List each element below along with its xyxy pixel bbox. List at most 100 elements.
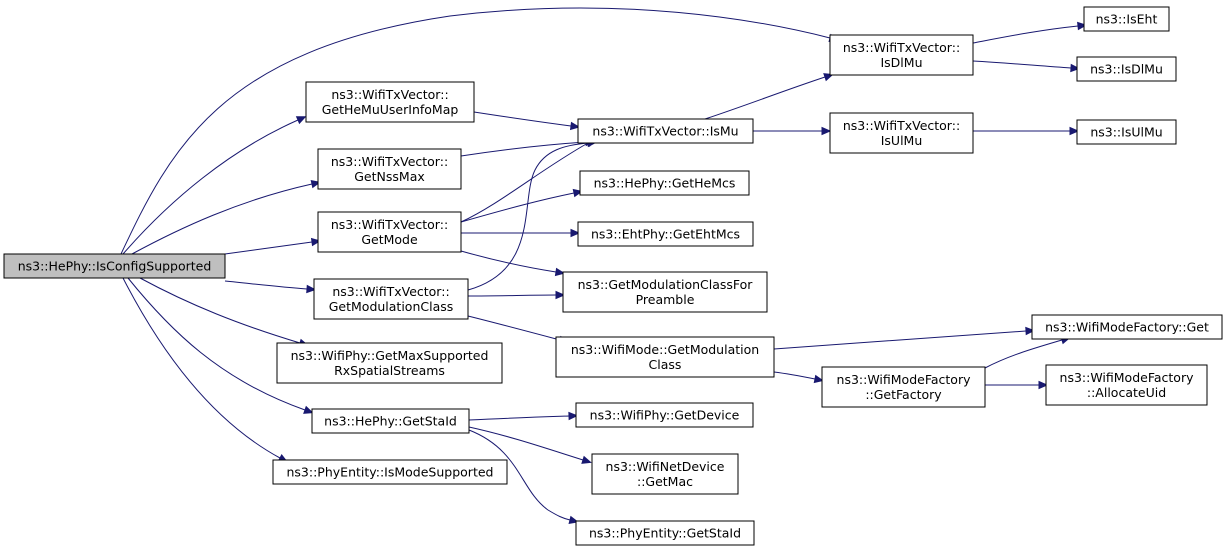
edge-root-to-getMaxSupportedRx (139, 277, 309, 347)
edge-arrowhead (569, 121, 581, 131)
node-label-line: ns3::HePhy::IsConfigSupported (18, 259, 212, 274)
node-box (3, 253, 226, 279)
node-isEht[interactable]: ns3::IsEht (1083, 6, 1170, 32)
edge-line (468, 426, 584, 461)
edge-line (460, 250, 557, 273)
node-box (1076, 56, 1177, 82)
node-getModulationClass[interactable]: ns3::WifiTxVector::GetModulationClass (313, 278, 469, 320)
edge-arrowhead (1025, 326, 1036, 336)
node-box (313, 278, 469, 320)
edge-root-to-isModeSupported (122, 277, 289, 463)
node-label-line: IsUlMu (881, 133, 923, 148)
node-label-line: ns3::WifiTxVector:: (331, 154, 448, 169)
edge-getMode-to-getHeMcs (460, 188, 584, 223)
edge-arrowhead (1069, 126, 1080, 136)
node-label-line: ns3::WifiTxVector:: (843, 40, 960, 55)
node-isUlMu[interactable]: ns3::WifiTxVector::IsUlMu (829, 112, 974, 154)
node-box (317, 211, 462, 253)
node-hePhyGetStaId[interactable]: ns3::HePhy::GetStaId (311, 408, 470, 434)
node-getMac[interactable]: ns3::WifiNetDevice::GetMac (591, 453, 739, 495)
node-getHeMcs[interactable]: ns3::HePhy::GetHeMcs (579, 170, 750, 196)
node-label-line: ns3::WifiTxVector:: (332, 284, 449, 299)
edge-arrowhead (570, 228, 581, 238)
node-box (575, 520, 755, 546)
edge-arrowhead (306, 284, 317, 294)
edge-arrowhead (555, 290, 566, 300)
node-getMode[interactable]: ns3::WifiTxVector::GetMode (317, 211, 462, 253)
edge-arrowhead (554, 267, 566, 277)
node-box (577, 221, 754, 247)
node-isDlMuFree[interactable]: ns3::IsDlMu (1076, 56, 1177, 82)
node-label-line: ns3::HePhy::GetHeMcs (594, 176, 736, 191)
edge-line (460, 141, 587, 157)
node-isUlMuFree[interactable]: ns3::IsUlMu (1076, 119, 1177, 145)
edges-layer (120, 7, 1088, 525)
edge-line (467, 294, 557, 297)
edge-line (468, 415, 570, 421)
node-label-line: ns3::EhtPhy::GetEhtMcs (591, 227, 740, 242)
edge-line (224, 241, 313, 255)
edge-line (704, 76, 826, 120)
node-isModeSupported[interactable]: ns3::PhyEntity::IsModeSupported (272, 459, 508, 485)
node-box (1083, 6, 1170, 32)
edge-hePhyGetStaId-to-getDevice (468, 411, 579, 421)
node-label-line: ::GetMac (637, 474, 693, 489)
edge-line (460, 142, 589, 223)
node-label-line: ::AllocateUid (1087, 385, 1166, 400)
edge-line (972, 25, 1079, 44)
edge-root-to-hePhyGetStaId (127, 277, 314, 414)
node-box (829, 112, 974, 154)
node-getEhtMcs[interactable]: ns3::EhtPhy::GetEhtMcs (577, 221, 754, 247)
edge-hePhyGetStaId-to-getMac (468, 426, 592, 464)
node-getDevice[interactable]: ns3::WifiPhy::GetDevice (575, 402, 754, 428)
node-getNssMax[interactable]: ns3::WifiTxVector::GetNssMax (317, 148, 462, 190)
edge-isMu-to-isDlMu (704, 73, 834, 120)
node-allocateUid[interactable]: ns3::WifiModeFactory::AllocateUid (1045, 364, 1208, 406)
edge-isUlMu-to-isUlMuFree (973, 126, 1080, 136)
node-label-line: GetMode (361, 232, 418, 247)
node-label-line: RxSpatialStreams (334, 363, 445, 378)
node-label-line: ns3::WifiTxVector::IsMu (592, 124, 738, 139)
node-box (311, 408, 470, 434)
edge-line (139, 277, 301, 344)
edge-root-to-getModulationClass (224, 280, 317, 294)
edge-getMode-to-isMu (460, 138, 597, 223)
node-phyEntityGetStaId[interactable]: ns3::PhyEntity::GetStaId (575, 520, 755, 546)
node-label-line: ns3::GetModulationClassFor (578, 277, 754, 292)
node-box (555, 336, 775, 378)
node-getHeMuUserInfoMap[interactable]: ns3::WifiTxVector::GetHeMuUserInfoMap (305, 81, 475, 123)
node-getMaxSupportedRx[interactable]: ns3::WifiPhy::GetMaxSupportedRxSpatialSt… (276, 342, 503, 384)
edge-line (127, 277, 306, 411)
edge-isMu-to-isUlMu (753, 126, 832, 136)
edge-root-to-getNssMax (131, 179, 322, 255)
edge-arrowhead (310, 237, 322, 247)
edge-line (224, 280, 308, 290)
node-box (272, 459, 508, 485)
node-box (276, 342, 503, 384)
node-label-line: Class (649, 357, 682, 372)
edge-getModulationClass-to-wifiModeGetModClass (467, 315, 569, 344)
node-getFactory[interactable]: ns3::WifiModeFactory::GetFactory (821, 366, 986, 408)
edge-line (984, 339, 1063, 369)
node-box (579, 170, 750, 196)
edge-getHeMuUserInfoMap-to-isMu (473, 111, 581, 131)
edge-line (972, 60, 1072, 69)
edge-arrowhead (1070, 63, 1081, 73)
node-wifiModeGetModClass[interactable]: ns3::WifiMode::GetModulationClass (555, 336, 775, 378)
node-label-line: IsDlMu (880, 55, 922, 70)
edge-arrowhead (1077, 21, 1088, 31)
edge-line (473, 111, 572, 127)
edge-arrowhead (295, 116, 307, 125)
edge-wifiModeGetModClass-to-getFactory (773, 371, 825, 384)
node-label-line: GetHeMuUserInfoMap (322, 102, 459, 117)
edge-arrowhead (1038, 380, 1049, 390)
edge-root-to-getHeMuUserInfoMap (122, 116, 307, 255)
node-label-line: ns3::WifiTxVector:: (331, 217, 448, 232)
node-box (562, 271, 768, 313)
node-label-line: GetModulationClass (329, 299, 454, 314)
edge-line (460, 192, 575, 223)
node-factoryGet[interactable]: ns3::WifiModeFactory::Get (1031, 314, 1223, 340)
node-isDlMu[interactable]: ns3::WifiTxVector::IsDlMu (829, 34, 974, 76)
node-isMu[interactable]: ns3::WifiTxVector::IsMu (577, 118, 754, 144)
